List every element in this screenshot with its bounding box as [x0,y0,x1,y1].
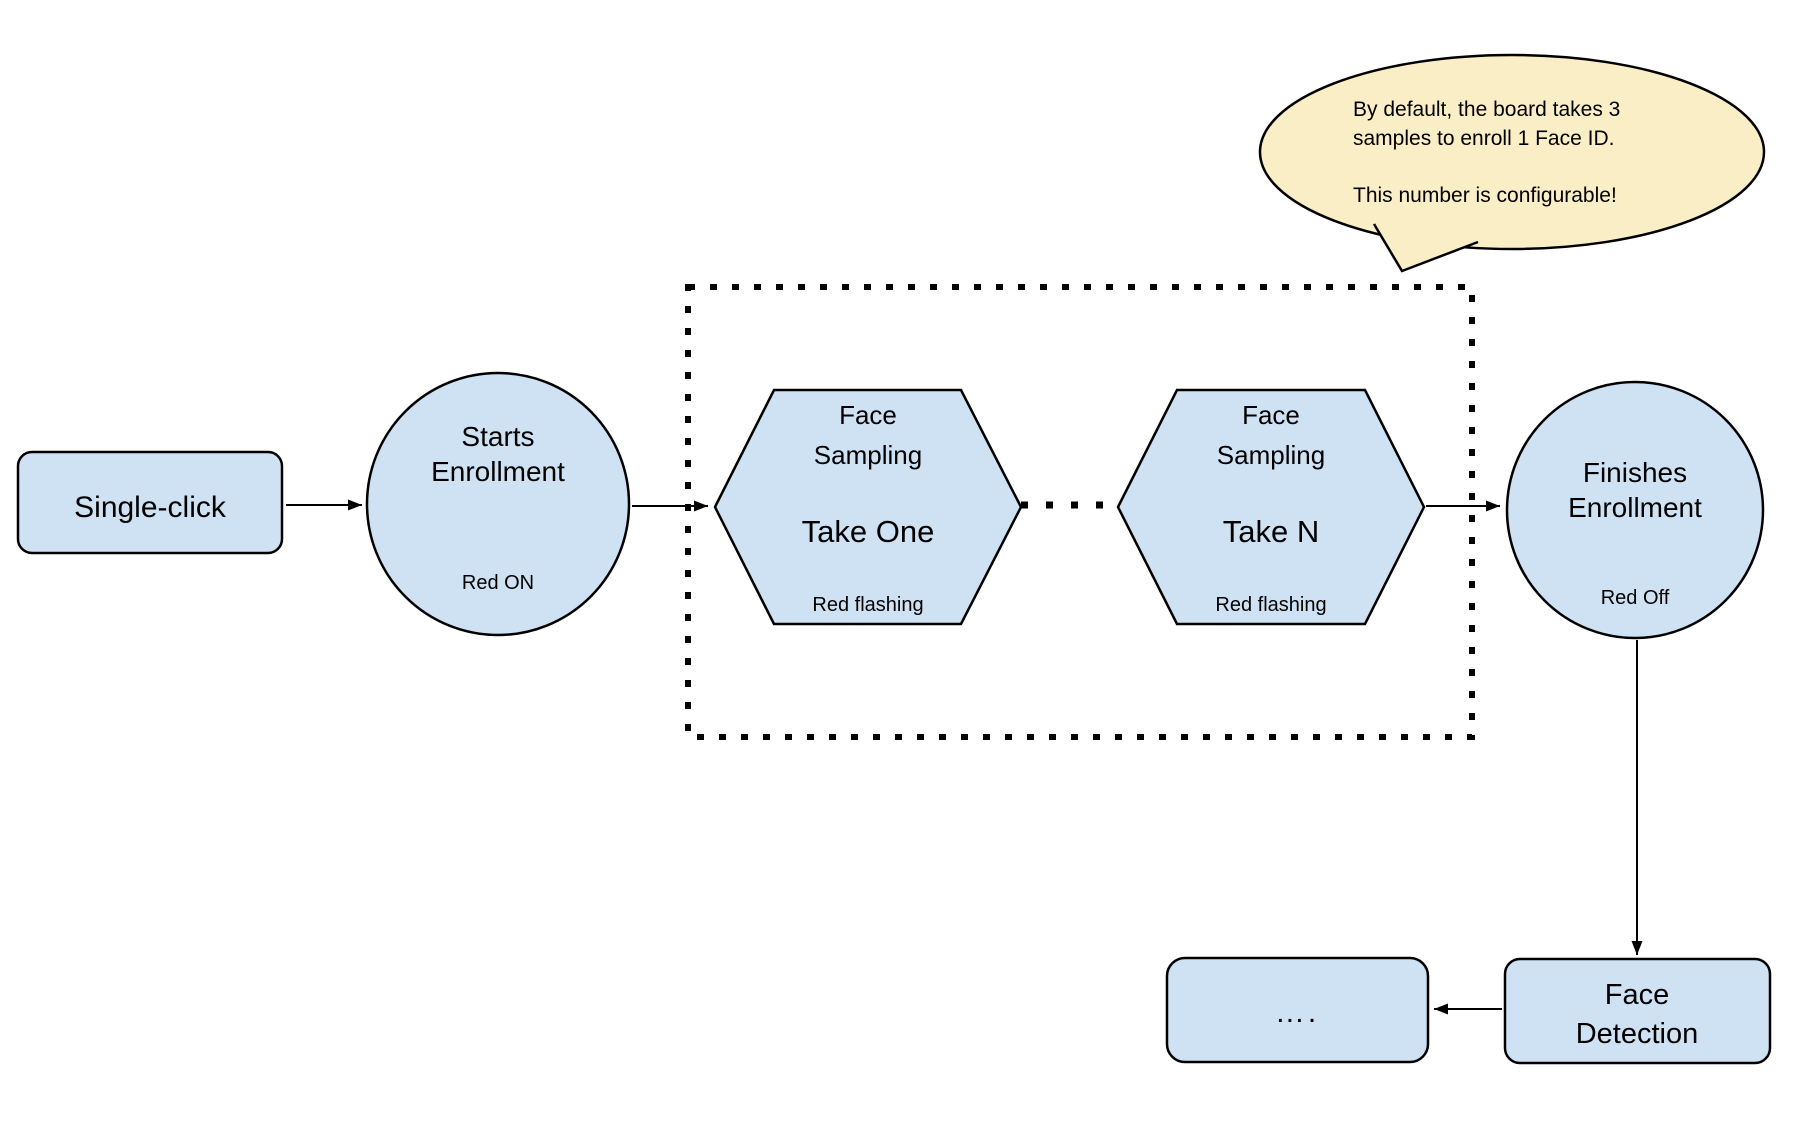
finishes-enrollment-note: Red Off [1601,587,1670,609]
finishes-enrollment-circle [1505,380,1765,640]
face-detection-label-line2: Detection [1576,1018,1699,1050]
callout-tail [1374,224,1478,271]
face-sampling-one-take: Take One [802,514,935,549]
finishes-enrollment-label-line2: Enrollment [1568,492,1702,523]
starts-enrollment-label-line1: Starts [461,421,534,452]
face-sampling-one-hexagon [713,388,1023,626]
node-face-detection: Face Detection [1503,957,1772,1065]
face-sampling-n-take: Take N [1223,514,1319,549]
starts-enrollment-circle [365,371,631,637]
face-sampling-n-line2: Sampling [1217,440,1325,470]
face-detection-label-line1: Face [1605,979,1669,1011]
callout-text-line1: By default, the board takes 3 [1353,98,1620,121]
node-face-sampling-take-n: Face Sampling Take N Red flashing [1116,388,1426,626]
node-ellipsis: …. [1165,956,1430,1064]
single-click-label: Single-click [74,491,227,524]
node-finishes-enrollment: Finishes Enrollment Red Off [1505,380,1765,640]
face-detection-box [1503,957,1772,1065]
face-sampling-n-note: Red flashing [1215,594,1326,616]
node-single-click: Single-click [16,450,284,555]
face-sampling-n-line1: Face [1242,400,1300,430]
finishes-enrollment-label-line1: Finishes [1583,457,1687,488]
starts-enrollment-label-line2: Enrollment [431,456,565,487]
node-starts-enrollment: Starts Enrollment Red ON [365,371,631,637]
face-sampling-one-note: Red flashing [812,594,923,616]
callout-text-line3: This number is configurable! [1353,184,1617,207]
callout-ellipse [1258,53,1766,251]
face-sampling-n-hexagon [1116,388,1426,626]
ellipsis-label: …. [1275,996,1319,1029]
face-sampling-one-line2: Sampling [814,440,922,470]
node-face-sampling-take-one: Face Sampling Take One Red flashing [713,388,1023,626]
face-sampling-one-line1: Face [839,400,897,430]
ellipsis-box [1165,956,1430,1064]
starts-enrollment-note: Red ON [462,572,534,594]
single-click-box [16,450,284,555]
callout-bubble: By default, the board takes 3 samples to… [1258,53,1766,273]
callout-text-line2: samples to enroll 1 Face ID. [1353,127,1614,150]
callout-tail-outline [1372,223,1479,273]
